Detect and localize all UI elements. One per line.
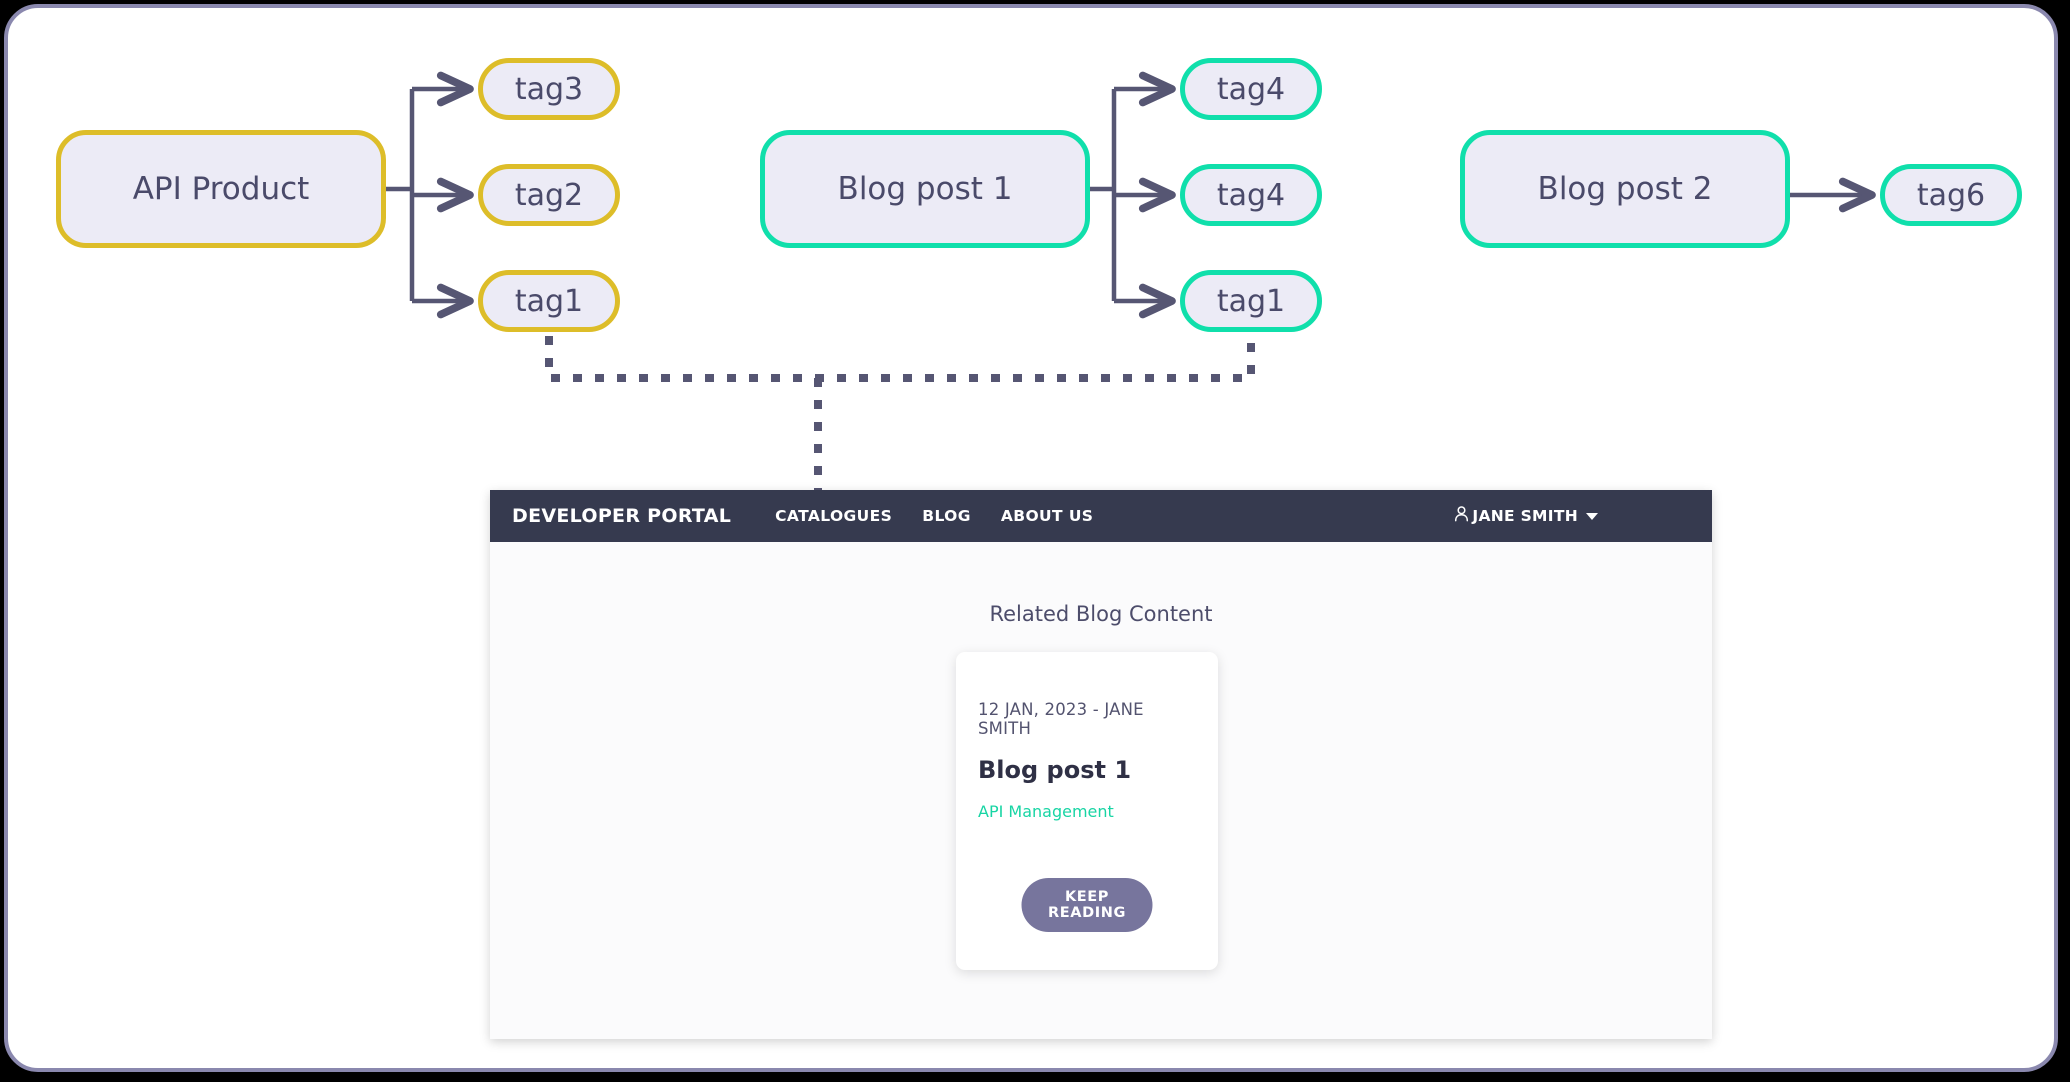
keep-reading-button[interactable]: KEEP READING bbox=[1021, 878, 1153, 932]
node-tag4-b[interactable]: tag4 bbox=[1180, 164, 1322, 226]
node-tag1-mid[interactable]: tag1 bbox=[1180, 270, 1322, 332]
node-tag1-left[interactable]: tag1 bbox=[478, 270, 620, 332]
node-label: Blog post 1 bbox=[837, 171, 1013, 207]
developer-portal-panel: DEVELOPER PORTAL CATALOGUES BLOG ABOUT U… bbox=[490, 490, 1712, 1039]
node-label: Blog post 2 bbox=[1537, 171, 1713, 207]
node-label: tag6 bbox=[1916, 177, 1986, 213]
node-tag2[interactable]: tag2 bbox=[478, 164, 620, 226]
node-tag3[interactable]: tag3 bbox=[478, 58, 620, 120]
app-frame: API Product tag3 tag2 tag1 Blog post 1 t… bbox=[4, 4, 2058, 1072]
nav-item-catalogues[interactable]: CATALOGUES bbox=[775, 507, 893, 525]
node-label: tag4 bbox=[1216, 177, 1286, 213]
node-tag4-a[interactable]: tag4 bbox=[1180, 58, 1322, 120]
node-label: tag4 bbox=[1216, 71, 1286, 107]
portal-brand[interactable]: DEVELOPER PORTAL bbox=[512, 505, 732, 527]
node-label: API Product bbox=[132, 171, 310, 207]
card-tag-link[interactable]: API Management bbox=[978, 802, 1114, 821]
node-tag6[interactable]: tag6 bbox=[1880, 164, 2022, 226]
user-name: JANE SMITH bbox=[1472, 507, 1578, 525]
node-label: tag1 bbox=[1216, 283, 1286, 319]
portal-body: Related Blog Content 12 JAN, 2023 - JANE… bbox=[490, 542, 1712, 1039]
related-blog-content-heading: Related Blog Content bbox=[989, 602, 1213, 626]
nav-item-about-us[interactable]: ABOUT US bbox=[1000, 507, 1094, 525]
chevron-down-icon[interactable] bbox=[1586, 512, 1598, 520]
node-label: tag2 bbox=[514, 177, 584, 213]
portal-navbar: DEVELOPER PORTAL CATALOGUES BLOG ABOUT U… bbox=[490, 490, 1712, 542]
card-meta: 12 JAN, 2023 - JANE SMITH bbox=[978, 700, 1144, 738]
blog-post-card[interactable]: 12 JAN, 2023 - JANE SMITH Blog post 1 AP… bbox=[956, 652, 1218, 970]
node-blog-post-1[interactable]: Blog post 1 bbox=[760, 130, 1090, 248]
node-label: tag1 bbox=[514, 283, 584, 319]
node-blog-post-2[interactable]: Blog post 2 bbox=[1460, 130, 1790, 248]
user-menu[interactable]: JANE SMITH bbox=[1454, 506, 1598, 526]
nav-item-blog[interactable]: BLOG bbox=[922, 507, 971, 525]
node-label: tag3 bbox=[514, 71, 584, 107]
card-title: Blog post 1 bbox=[978, 756, 1132, 784]
person-icon bbox=[1454, 506, 1469, 526]
node-api-product[interactable]: API Product bbox=[56, 130, 386, 248]
